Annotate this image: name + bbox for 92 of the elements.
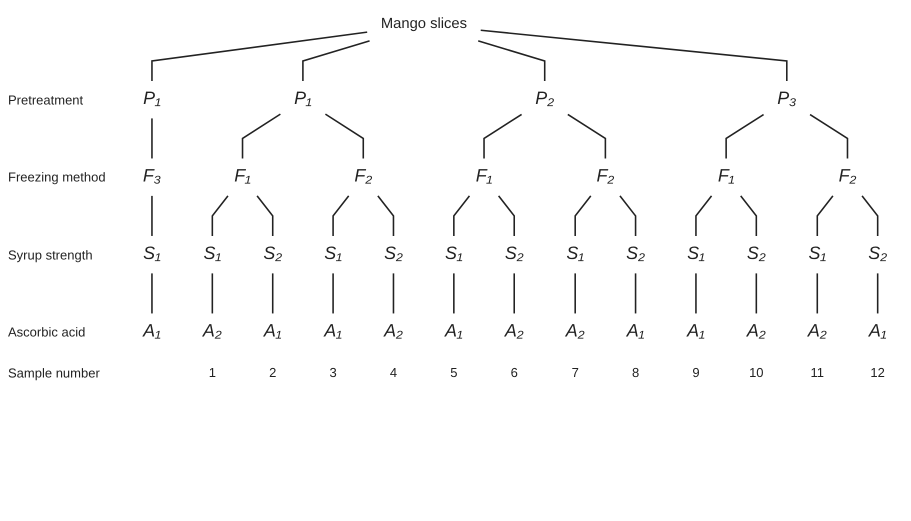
sample-number: 9 [692,364,700,380]
level-label: F₁ [476,166,492,186]
sample-number: 8 [632,364,640,380]
level-label: F₂ [596,166,614,186]
connector [756,273,758,314]
sample-number: 3 [329,364,337,380]
level-label: S₁ [566,243,584,264]
level-label: S₂ [626,243,645,264]
connector [212,273,214,314]
connector [695,195,712,236]
connector [453,195,470,236]
connector [876,273,878,314]
connector [453,273,455,314]
connector [272,273,274,314]
level-label: A₂ [566,320,585,341]
level-label: S₁ [324,243,342,264]
row-label: Pretreatment [8,92,84,108]
connector [695,273,697,314]
connector [324,113,364,158]
connector [498,195,515,236]
level-label: A₂ [808,320,827,341]
level-label: P₁ [294,88,312,108]
level-label: A₁ [264,320,282,341]
level-label: A₁ [445,320,463,341]
sample-number: 2 [269,364,276,380]
sample-number: 10 [749,364,764,380]
connector [478,40,546,81]
level-label: F₂ [838,166,856,186]
level-label: S₁ [808,243,826,264]
level-label: A₁ [626,320,644,341]
sample-number: 6 [510,364,518,380]
connector [302,40,370,81]
level-label: S₁ [445,243,463,264]
connector [619,195,636,236]
sample-number: 5 [450,364,458,380]
connector [242,113,281,158]
level-label: A₁ [324,320,342,341]
level-label: S₁ [687,243,705,264]
connector [810,114,848,158]
sample-number: 11 [810,364,824,380]
sample-number: 1 [208,364,216,380]
connector [740,195,758,236]
level-label: S₂ [746,243,766,264]
connector [151,31,368,81]
connector [151,196,153,236]
connector [377,195,394,236]
connector [392,273,394,314]
connector [151,118,153,158]
level-label: S₂ [868,243,888,264]
row-label: Freezing method [8,170,106,185]
connector [725,114,764,158]
level-label: A₁ [687,320,705,341]
level-label: F₁ [718,166,734,186]
level-label: S₂ [504,243,524,264]
level-label: S₁ [143,243,161,264]
level-label: F₁ [234,166,251,186]
level-label: P₃ [777,88,796,108]
connector [567,114,606,158]
level-label: A₁ [868,320,886,341]
level-label: A₂ [384,320,403,341]
connector [634,273,636,314]
connector [513,273,515,314]
level-label: P₂ [535,88,554,108]
sample-number: 4 [390,364,398,380]
level-label: A₂ [504,320,524,341]
row-label: Sample number [8,365,100,380]
connector [212,195,229,236]
connector [861,195,878,236]
connector [256,195,274,236]
title-text: Mango slices [380,14,468,32]
level-label: A₂ [746,320,766,341]
level-label: S₂ [384,243,403,264]
connector [816,273,818,314]
sample-number: 12 [870,364,885,380]
level-label: P₁ [143,88,161,108]
connector [483,114,522,158]
connector [816,195,834,236]
connector [574,195,592,236]
connector [480,29,788,81]
connector [332,273,334,314]
connector [574,273,576,314]
level-label: A₂ [202,320,222,341]
level-label: S₂ [263,243,282,264]
level-label: A₁ [143,320,161,341]
connector [151,273,153,314]
row-label: Syrup strength [8,247,93,262]
level-label: F₂ [354,166,372,186]
connector [332,195,350,236]
row-label: Ascorbic acid [8,324,86,340]
level-label: S₁ [204,243,222,264]
sample-number: 7 [572,364,579,380]
level-label: F₃ [142,166,161,186]
